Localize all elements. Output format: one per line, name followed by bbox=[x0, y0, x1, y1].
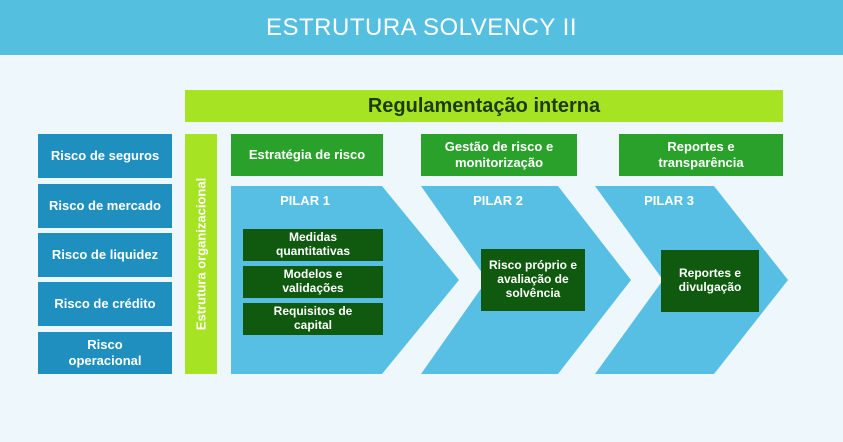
risk-operational: Risco operacional bbox=[38, 332, 172, 374]
top-box-management-label: Gestão de risco e monitorização bbox=[444, 138, 554, 170]
pillar-2-label: PILAR 2 bbox=[473, 193, 523, 208]
page-title: ESTRUTURA SOLVENCY II bbox=[0, 0, 843, 55]
organization-bar bbox=[185, 134, 217, 374]
pillar-1-item-quantitative: Medidas quantitativas bbox=[243, 229, 383, 261]
regulation-bar: Regulamentação interna bbox=[185, 90, 783, 122]
pillar-3-item-reporting-label: Reportes e divulgação bbox=[678, 266, 742, 294]
top-box-reporting-label: Reportes e transparência bbox=[658, 138, 744, 170]
pillar-3-item-reporting: Reportes e divulgação bbox=[661, 250, 759, 312]
risk-insurance: Risco de seguros bbox=[38, 134, 172, 178]
top-box-strategy: Estratégia de risco bbox=[231, 134, 383, 176]
pillar-1-item-models: Modelos e validações bbox=[243, 266, 383, 298]
risk-credit: Risco de crédito bbox=[38, 282, 172, 326]
risk-operational-label: Risco operacional bbox=[68, 336, 142, 368]
pillar-1-item-capital-label: Requisitos de capital bbox=[273, 304, 353, 332]
pillar-1-label: PILAR 1 bbox=[280, 193, 330, 208]
risk-liquidity: Risco de liquidez bbox=[38, 233, 172, 277]
pillar-1-item-capital: Requisitos de capital bbox=[243, 303, 383, 335]
pillar-2-item-own-risk: Risco próprio e avaliação de solvência bbox=[481, 249, 585, 311]
pillar-3-label: PILAR 3 bbox=[644, 193, 694, 208]
pillar-1-item-models-label: Modelos e validações bbox=[282, 267, 344, 295]
top-box-reporting: Reportes e transparência bbox=[619, 134, 783, 176]
risk-market: Risco de mercado bbox=[38, 184, 172, 228]
pillar-2-item-own-risk-label: Risco próprio e avaliação de solvência bbox=[488, 258, 577, 300]
pillar-1-item-quantitative-label: Medidas quantitativas bbox=[275, 230, 350, 258]
top-box-management: Gestão de risco e monitorização bbox=[421, 134, 577, 176]
